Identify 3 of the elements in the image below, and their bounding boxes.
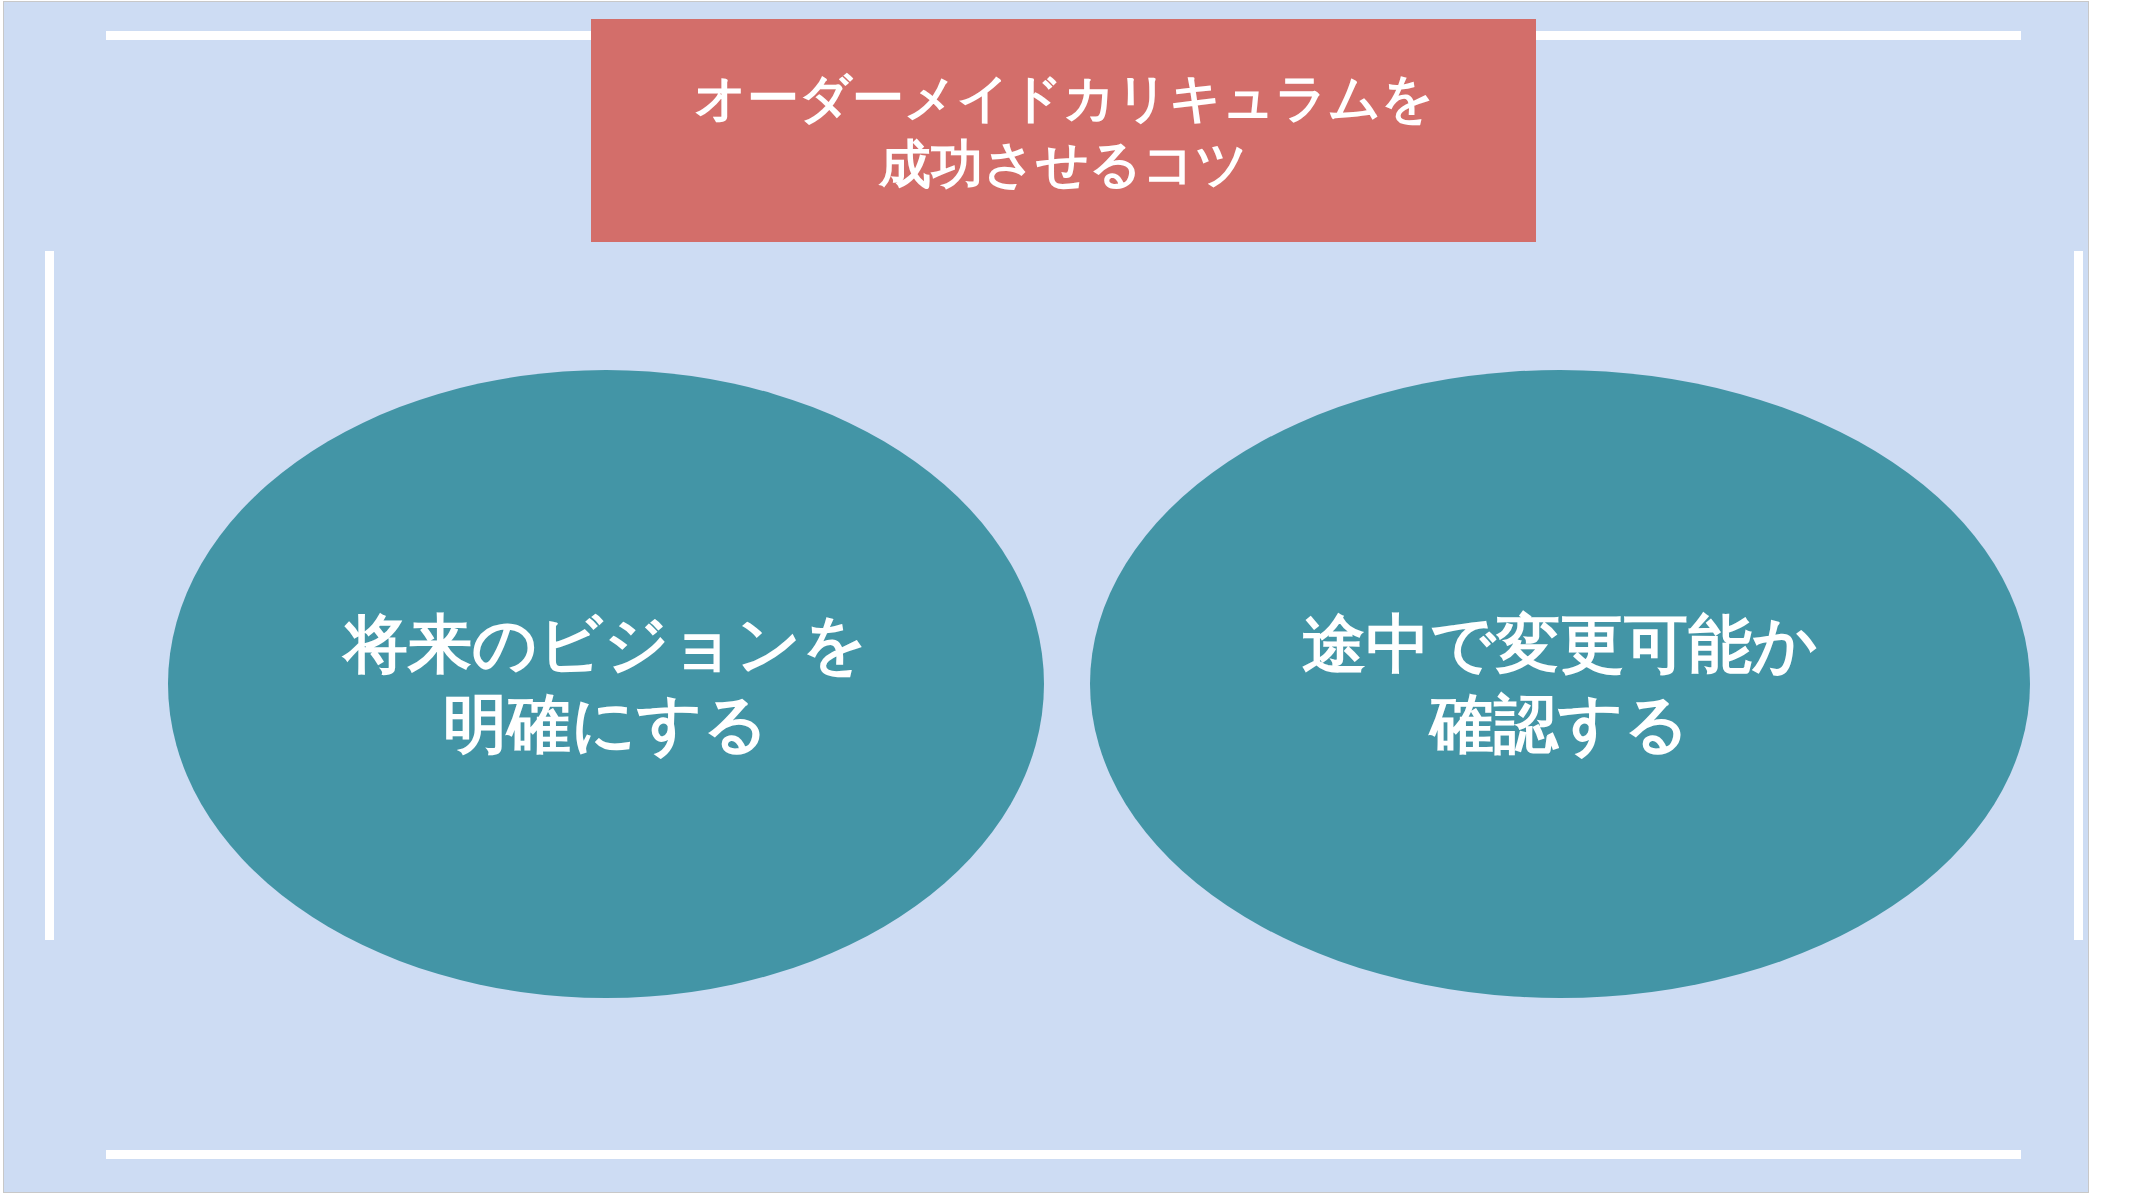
ellipse-shape: 途中で変更可能か確認する [1090,370,2030,998]
title-banner: オーダーメイドカリキュラムを成功させるコツ [591,19,1536,242]
ellipse-shape: 将来のビジョンを明確にする [168,370,1044,998]
